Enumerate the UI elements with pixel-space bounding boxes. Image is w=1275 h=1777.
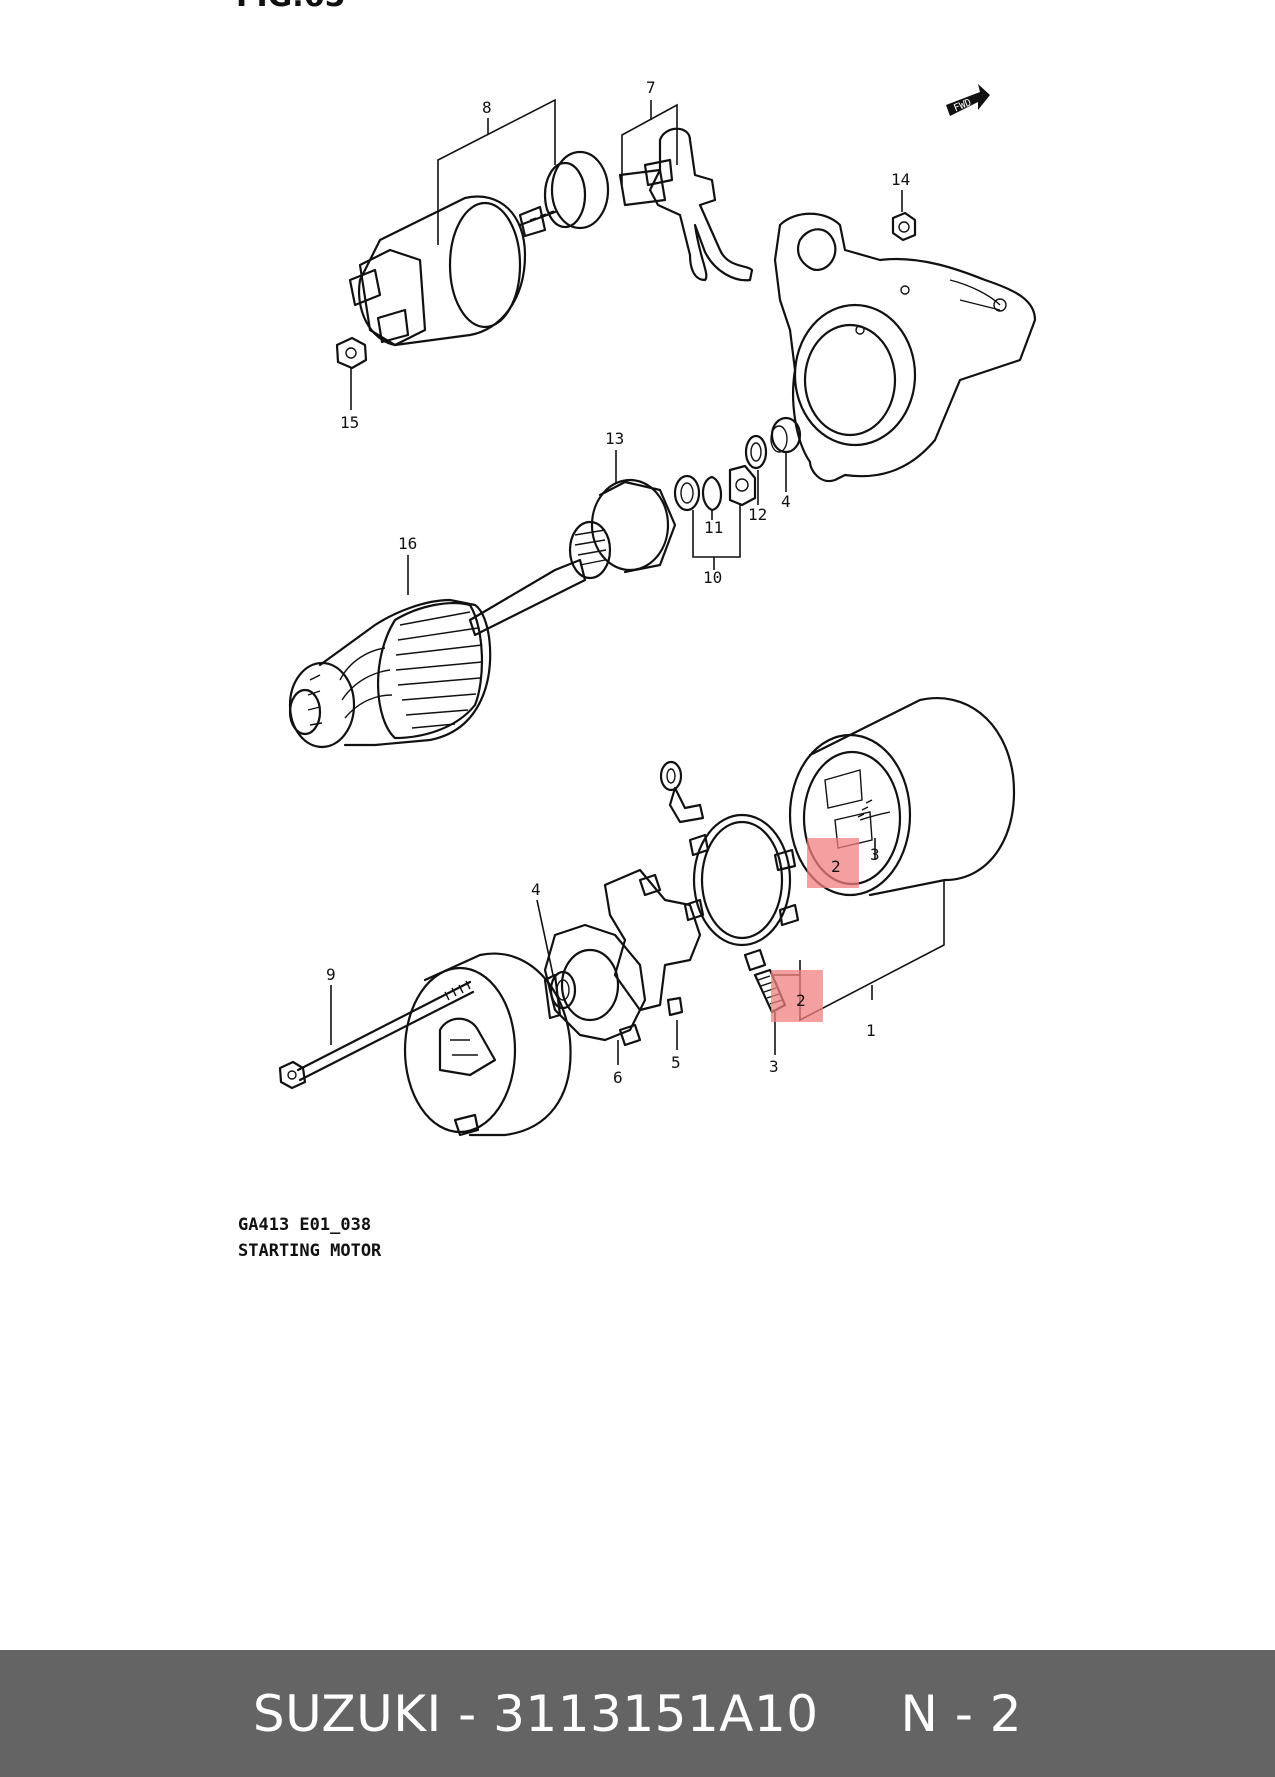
fwd-label: FWD <box>952 97 973 114</box>
caption-title: STARTING MOTOR <box>238 1241 382 1261</box>
brush-holder-6 <box>543 923 647 1047</box>
through-bolt <box>278 980 475 1090</box>
nut-14 <box>891 211 917 242</box>
callout-7: 7 <box>646 78 656 97</box>
leader-lines <box>330 98 945 1065</box>
solenoid-switch <box>348 195 557 347</box>
part-number-label: SUZUKI - 3113151A10 N - 2 <box>252 1684 1023 1743</box>
figure-header: FIG.65 <box>236 0 345 14</box>
exploded-parts-diagram: FIG.65 FWD <box>236 0 1037 1261</box>
nut-15 <box>335 336 368 370</box>
snap-ring <box>701 475 723 512</box>
collar <box>728 464 757 507</box>
drive-lever <box>618 127 754 282</box>
armature <box>288 558 587 749</box>
highlight-box-upper <box>807 838 859 888</box>
callout-10: 10 <box>703 568 722 587</box>
callout-1: 1 <box>866 1021 876 1040</box>
callout-6: 6 <box>613 1068 623 1087</box>
callout-16: 16 <box>398 534 417 553</box>
lead-terminal <box>659 760 705 824</box>
callout-4-front: 4 <box>781 492 791 511</box>
callout-13: 13 <box>605 429 624 448</box>
footer-bar: SUZUKI - 3113151A10 N - 2 <box>0 1650 1275 1777</box>
pinion-clutch <box>568 478 677 580</box>
fwd-arrow-icon: FWD <box>946 84 990 116</box>
callout-12: 12 <box>748 505 767 524</box>
caption-code: GA413 E01_038 <box>238 1215 371 1235</box>
brush-plate-5 <box>603 868 702 1017</box>
callout-2-upper: 2 <box>831 857 841 876</box>
highlight-box-lower <box>771 970 823 1022</box>
callout-3-lower: 3 <box>769 1057 779 1076</box>
callout-15: 15 <box>340 413 359 432</box>
callout-4-rear: 4 <box>531 880 541 899</box>
brush-holder-ring <box>683 813 800 947</box>
drive-end-housing <box>773 212 1037 483</box>
callout-5: 5 <box>671 1053 681 1072</box>
plunger-ring <box>543 150 610 230</box>
callout-9: 9 <box>326 965 336 984</box>
callout-8: 8 <box>482 98 492 117</box>
bushing-4-front <box>770 416 802 454</box>
stop-ring <box>673 474 701 512</box>
callout-14: 14 <box>891 170 910 189</box>
callout-3-upper: 3 <box>870 845 880 864</box>
callout-11: 11 <box>704 518 723 537</box>
washer-12 <box>744 434 768 470</box>
commutator-end-frame <box>403 952 572 1137</box>
callout-2-lower: 2 <box>796 991 806 1010</box>
